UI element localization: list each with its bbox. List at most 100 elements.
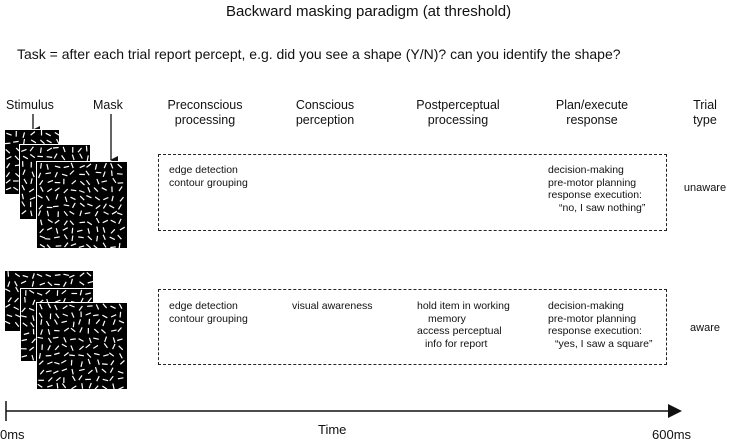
texture-segment bbox=[101, 368, 107, 374]
texture-segment bbox=[70, 345, 74, 351]
texture-segment bbox=[22, 155, 29, 160]
texture-segment bbox=[85, 145, 88, 152]
texture-segment bbox=[63, 220, 68, 226]
texture-segment bbox=[95, 217, 100, 224]
texture-segment bbox=[21, 201, 26, 207]
texture-segment bbox=[116, 212, 123, 216]
texture-segment bbox=[55, 138, 60, 145]
texture-segment bbox=[47, 218, 53, 224]
texture-segment bbox=[93, 337, 99, 340]
texture-segment bbox=[118, 320, 125, 324]
texture-segment bbox=[69, 354, 75, 357]
texture-segment bbox=[119, 353, 123, 359]
texture-segment bbox=[78, 319, 82, 325]
texture-segment bbox=[29, 146, 34, 152]
unaware-image-stack bbox=[4, 129, 134, 251]
texture-segment bbox=[13, 140, 19, 143]
texture-segment bbox=[22, 169, 26, 176]
texture-segment bbox=[116, 173, 123, 175]
texture-segment bbox=[40, 219, 43, 226]
texture-segment bbox=[101, 385, 108, 390]
texture-segment bbox=[30, 322, 35, 328]
texture-segment bbox=[45, 195, 50, 202]
texture-segment bbox=[47, 345, 51, 351]
texture-segment bbox=[37, 336, 44, 339]
texture-segment bbox=[31, 281, 35, 287]
texture-segment bbox=[78, 368, 85, 372]
texture-segment bbox=[69, 304, 75, 308]
texture-segment bbox=[21, 193, 24, 200]
texture-segment bbox=[63, 327, 70, 332]
texture-segment bbox=[21, 338, 28, 342]
texture-segment bbox=[79, 202, 85, 207]
texture-segment bbox=[36, 292, 43, 296]
trial-type-aware: aware bbox=[690, 322, 720, 334]
texture-segment bbox=[93, 352, 100, 356]
axis-start-label: 0ms bbox=[0, 427, 25, 442]
label-arrows bbox=[32, 114, 118, 164]
texture-segment bbox=[81, 383, 84, 389]
texture-segment bbox=[5, 187, 12, 191]
texture-segment bbox=[4, 320, 11, 325]
texture-segment bbox=[7, 271, 10, 277]
texture-segment bbox=[46, 163, 49, 170]
texture-segment bbox=[46, 244, 52, 250]
texture-segment bbox=[54, 304, 58, 311]
texture-segment bbox=[79, 281, 85, 286]
texture-segment bbox=[5, 148, 11, 154]
texture-segment bbox=[70, 162, 74, 169]
texture-segment bbox=[117, 338, 123, 342]
texture-segment bbox=[30, 210, 33, 217]
texture-segment bbox=[31, 171, 35, 178]
texture-segment bbox=[118, 345, 124, 351]
texture-segment bbox=[79, 153, 83, 159]
texture-segment bbox=[13, 306, 19, 311]
texture-segment bbox=[110, 228, 116, 234]
texture-segment bbox=[112, 177, 117, 184]
texture-segment bbox=[62, 281, 67, 287]
texture-segment bbox=[78, 375, 83, 381]
texture-segment bbox=[54, 187, 60, 192]
texture-segment bbox=[4, 288, 11, 293]
unaware-response-text: decision-making pre-motor planning respo… bbox=[548, 164, 646, 214]
texture-segment bbox=[39, 282, 46, 286]
texture-segment bbox=[101, 180, 108, 183]
texture-segment bbox=[92, 344, 99, 349]
texture-segment bbox=[46, 147, 53, 152]
task-description: Task = after each trial report percept, … bbox=[17, 46, 621, 62]
texture-segment bbox=[68, 274, 75, 278]
texture-segment bbox=[112, 337, 116, 343]
texture-segment bbox=[111, 195, 114, 202]
time-axis bbox=[5, 401, 682, 421]
texture-segment bbox=[61, 359, 67, 364]
texture-segment bbox=[38, 312, 43, 318]
texture-segment bbox=[86, 163, 92, 168]
texture-segment bbox=[62, 227, 68, 231]
texture-segment bbox=[80, 361, 83, 368]
aware-image-stack bbox=[4, 270, 134, 392]
texture-segment bbox=[101, 187, 107, 191]
texture-segment bbox=[118, 186, 123, 192]
texture-segment bbox=[79, 345, 84, 351]
texture-segment bbox=[29, 289, 35, 294]
texture-segment bbox=[46, 156, 53, 158]
texture-segment bbox=[23, 332, 30, 336]
texture-segment bbox=[47, 337, 52, 344]
texture-segment bbox=[32, 299, 36, 306]
texture-segment bbox=[110, 305, 116, 309]
texture-segment bbox=[79, 289, 83, 296]
texture-segment bbox=[22, 322, 28, 327]
texture-segment bbox=[118, 242, 121, 249]
aware-response-text: decision-making pre-motor planning respo… bbox=[548, 300, 653, 350]
texture-segment bbox=[45, 370, 52, 373]
texture-segment bbox=[96, 375, 100, 382]
texture-segment bbox=[109, 204, 115, 209]
texture-segment bbox=[21, 184, 26, 191]
texture-segment bbox=[103, 196, 109, 201]
texture-segment bbox=[47, 361, 53, 365]
texture-segment bbox=[86, 353, 92, 358]
texture-segment bbox=[79, 180, 85, 186]
texture-segment bbox=[36, 273, 43, 278]
